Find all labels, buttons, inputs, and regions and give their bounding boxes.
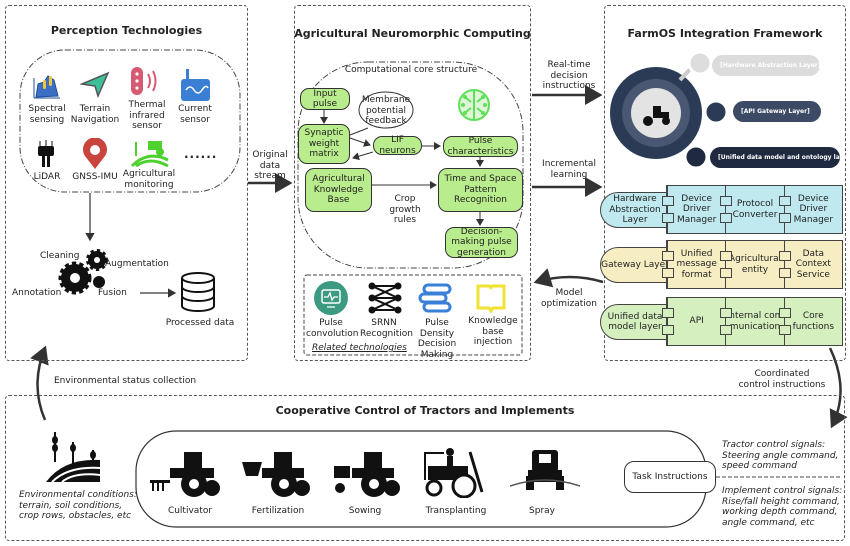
- layer-pill-api-gateway: [API Gateway Layer]: [733, 101, 821, 122]
- related-technologies-caption: Related technologies: [312, 343, 407, 353]
- pulse-density-icon: [418, 283, 452, 313]
- processed-data-label: Processed data: [165, 318, 235, 328]
- navigation-icon: [80, 71, 110, 98]
- task-instructions-box: Task Instructions: [624, 461, 716, 493]
- component-cell: Data Context Service: [778, 241, 842, 288]
- sensor-label: Current sensor: [178, 104, 212, 125]
- sensor-label: GNSS-IMU: [72, 172, 118, 182]
- sowing-tractor-icon: [334, 452, 400, 497]
- environmental-conditions-text: Environmental conditions: terrain, soil …: [19, 490, 137, 521]
- row-gateway: Unified message format Agricultural enti…: [661, 240, 843, 289]
- component-cell: Internal communication: [720, 298, 784, 345]
- farmos-title: FarmOS Integration Framework: [627, 27, 823, 40]
- fertilization-tractor-icon: [242, 452, 310, 497]
- row-label-hardware: Hardware Abstraction Layer: [600, 192, 670, 228]
- row-label-unified: Unified data model layer: [600, 304, 670, 340]
- related-tech-label: Knowledge base injection: [468, 316, 518, 347]
- perception-title: Perception Technologies: [50, 24, 203, 37]
- realtime-decision-label: Real-time decision instructions: [542, 60, 596, 91]
- layer-pill-unified: [Unified data model and ontology layer]: [710, 147, 850, 168]
- sensor-label: Agricultural monitoring: [122, 169, 176, 190]
- annotation-label: Annotation: [12, 288, 62, 298]
- sensor-label: Spectral sensing: [28, 104, 66, 125]
- cultivator-tractor-icon: [150, 452, 220, 497]
- component-cell: Device Driver Manager: [778, 186, 842, 233]
- component-cell: Agricultural entity: [720, 241, 784, 288]
- thermal-sensor-icon: [131, 67, 157, 95]
- neuromorphic-panel: [294, 5, 531, 361]
- farmos-hub-graphic: [610, 50, 729, 170]
- related-tech-label: Pulse convolution: [306, 318, 359, 339]
- model-optimization-label: Model optimization: [541, 288, 597, 309]
- membrane-bubble: [358, 91, 414, 129]
- related-tech-label: Pulse Density Decision Making: [417, 318, 457, 360]
- row-hardware: Device Driver Manager Protocol Converter…: [661, 185, 843, 234]
- synaptic-weight-node: Synaptic weight matrix: [298, 124, 350, 164]
- implement-signals-text: Implement control signals: Rise/fall hei…: [722, 486, 843, 528]
- pulse-characteristics-node: Pulse characteristics: [443, 136, 518, 157]
- implement-label: Sowing: [348, 506, 382, 516]
- knowledge-book-icon: [476, 284, 506, 313]
- spectral-sensing-icon: [33, 75, 60, 99]
- knowledge-base-node: Agricultural Knowledge Base: [305, 168, 372, 212]
- agricultural-monitoring-icon: [130, 141, 169, 168]
- crop-field-icon: [46, 432, 101, 483]
- component-cell: Core functions: [778, 298, 842, 345]
- sensor-label: Terrain Navigation: [70, 104, 120, 125]
- implement-label: Cultivator: [167, 506, 213, 516]
- row-label-gateway: Gateway Layer: [600, 247, 670, 283]
- gnss-imu-icon: [83, 138, 107, 169]
- cooperative-panel: [5, 395, 845, 541]
- related-region: [303, 274, 523, 356]
- brain-chip-icon: [458, 89, 490, 121]
- database-icon: [181, 272, 215, 312]
- original-data-stream-label: Original data stream: [252, 150, 288, 181]
- spray-tractor-icon: [510, 450, 580, 490]
- membrane-feedback-label: Membrane potential feedback: [361, 95, 411, 126]
- pattern-recognition-node: Time and Space Pattern Recognition: [438, 168, 523, 212]
- more-sensors-ellipsis: ······: [184, 150, 218, 164]
- implement-label: Spray: [529, 506, 555, 516]
- farmos-panel: [604, 5, 846, 361]
- layer-pill-hardware: [Hardware Abstraction Layer]: [712, 55, 821, 76]
- related-tech-label: SRNN Recognition: [360, 318, 413, 339]
- transplanting-machine-icon: [424, 448, 484, 498]
- perception-panel: [5, 5, 248, 361]
- cleaning-label: Cleaning: [40, 251, 80, 261]
- srnn-network-icon: [368, 282, 402, 314]
- implement-label: Fertilization: [251, 506, 305, 516]
- implement-label: Transplanting: [425, 506, 487, 516]
- neuromorphic-title: Agricultural Neuromorphic Computing: [294, 27, 531, 40]
- coordinated-control-label: Coordinated control instructions: [738, 369, 826, 390]
- input-pulse-node: Input pulse: [300, 88, 350, 110]
- component-cell: Protocol Converter: [720, 186, 784, 233]
- decision-pulse-node: Decision-making pulse generation: [445, 227, 518, 258]
- component-cell: API: [661, 298, 726, 345]
- incremental-learning-label: Incremental learning: [542, 159, 596, 180]
- component-cell: Unified message format: [661, 241, 726, 288]
- current-sensor-icon: [181, 69, 210, 101]
- lif-neurons-node: LIF neurons: [373, 135, 422, 156]
- sensor-label: LiDAR: [33, 172, 61, 182]
- cooperative-title: Cooperative Control of Tractors and Impl…: [275, 404, 575, 417]
- tractor-signals-text: Tractor control signals: Steering angle …: [722, 440, 839, 471]
- component-cell: Device Driver Manager: [661, 186, 726, 233]
- gears-icon: [58, 249, 108, 295]
- row-unified: API Internal communication Core function…: [661, 297, 843, 346]
- augmentation-label: Augmentation: [105, 259, 169, 269]
- perception-region: [19, 49, 241, 193]
- fusion-label: Fusion: [98, 288, 127, 298]
- core-structure-title: Computational core structure: [344, 65, 478, 75]
- crop-growth-rules-label: Crop growth rules: [389, 194, 421, 225]
- core-region: [297, 61, 524, 269]
- lidar-icon: [38, 140, 54, 167]
- sensor-label: Thermal infrared sensor: [128, 100, 166, 131]
- pulse-convolution-icon: [314, 281, 348, 315]
- environmental-collection-label: Environmental status collection: [54, 376, 197, 386]
